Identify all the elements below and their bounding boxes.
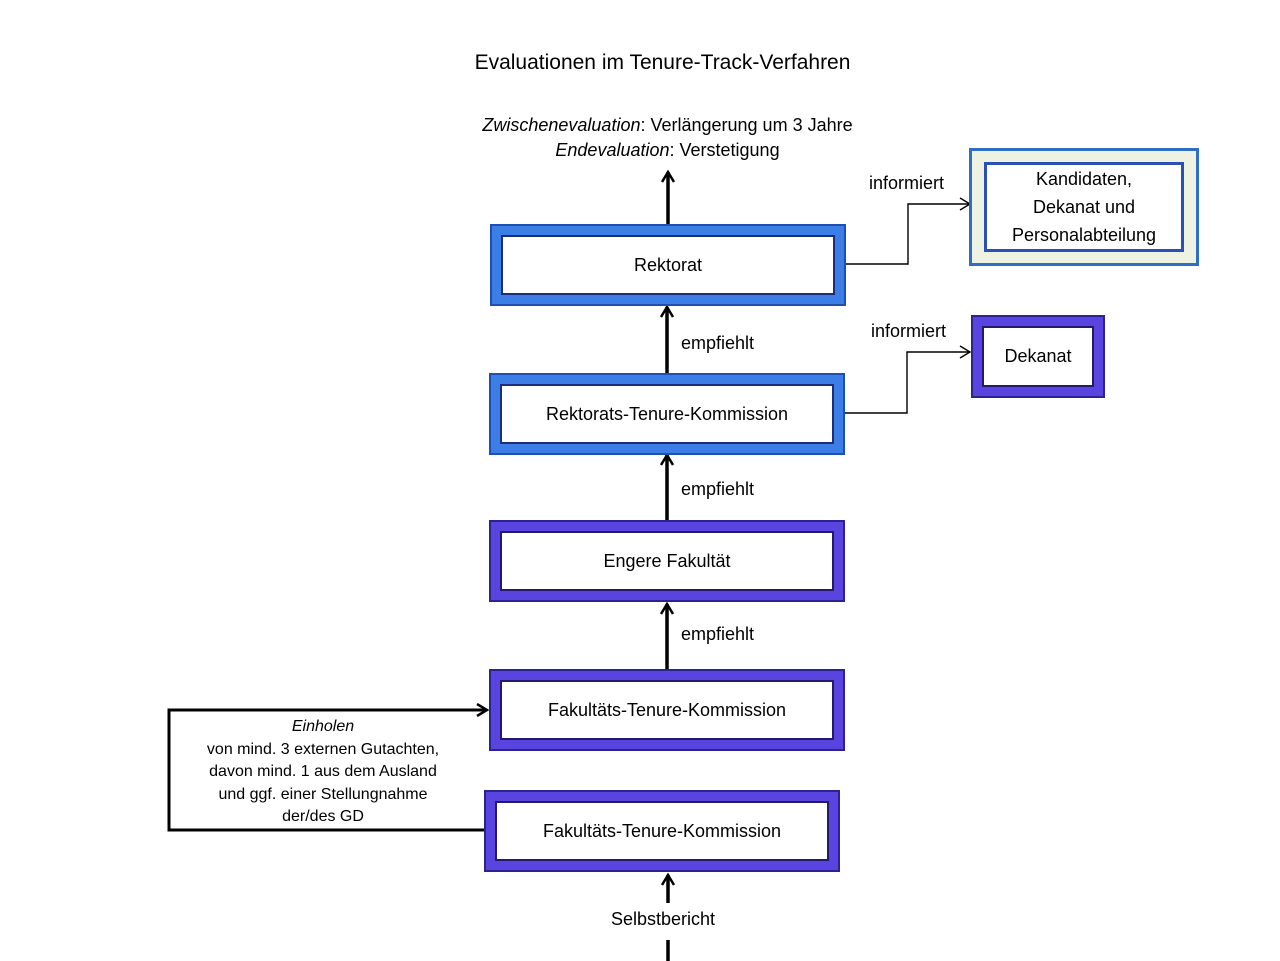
node-fakultaets-tenure-kommission-upper-label: Fakultäts-Tenure-Kommission [500,680,834,740]
outcome-line2-term: Endevaluation [555,140,670,160]
node-kandidaten-dekanat-personalabteilung: Kandidaten, Dekanat und Personalabteilun… [969,148,1199,266]
outcome-line1-term: Zwischenevaluation [482,115,641,135]
edge-label-empfiehlt-1: empfiehlt [681,333,755,353]
einholen-line3: davon mind. 1 aus dem Ausland [209,763,437,780]
node-rektorat-label: Rektorat [501,235,835,295]
edge-label-informiert-1: informiert [869,173,945,193]
einholen-term: Einholen [291,718,355,735]
outcome-line1-text: : Verlängerung um 3 Jahre [640,115,853,135]
arrow-einholen-loop [167,710,487,832]
node-fakultaets-tenure-kommission-upper: Fakultäts-Tenure-Kommission [489,669,845,751]
outcome-note: Zwischenevaluation: Verlängerung um 3 Ja… [0,113,1280,163]
kandidaten-line2: Dekanat und [1032,197,1136,217]
arrow-informiert-dekanat [845,345,972,414]
node-fakultaets-tenure-kommission-lower-label: Fakultäts-Tenure-Kommission [495,801,829,861]
kandidaten-line1: Kandidaten, [1035,169,1133,189]
edge-label-empfiehlt-2: empfiehlt [681,479,755,499]
edge-label-empfiehlt-3: empfiehlt [681,624,755,644]
node-dekanat: Dekanat [971,315,1105,398]
node-fakultaets-tenure-kommission-lower: Fakultäts-Tenure-Kommission [484,790,840,872]
einholen-line5: der/des GD [282,808,364,825]
einholen-line4: und ggf. einer Stellungnahme [218,785,428,803]
edge-label-informiert-2: informiert [871,321,947,341]
outcome-line2-text: : Verstetigung [669,140,780,160]
einholen-line2: von mind. 3 externen Gutachten, [206,740,440,758]
arrow-informiert-kandidaten [845,197,972,265]
node-kandidaten-inner: Kandidaten, Dekanat und Personalabteilun… [984,162,1184,252]
node-rektorat: Rektorat [490,224,846,306]
node-rektorats-tenure-kommission: Rektorats-Tenure-Kommission [489,373,845,455]
edge-label-selbstbericht: Selbstbericht [611,909,716,929]
node-engere-fakultaet: Engere Fakultät [489,520,845,602]
node-engere-fakultaet-label: Engere Fakultät [500,531,834,591]
node-rektorats-tenure-kommission-label: Rektorats-Tenure-Kommission [500,384,834,444]
kandidaten-line3: Personalabteilung [1011,225,1157,245]
einholen-note: Einholen von mind. 3 externen Gutachten,… [178,716,468,829]
node-dekanat-label: Dekanat [982,326,1094,387]
diagram-title: Evaluationen im Tenure-Track-Verfahren [474,51,851,74]
